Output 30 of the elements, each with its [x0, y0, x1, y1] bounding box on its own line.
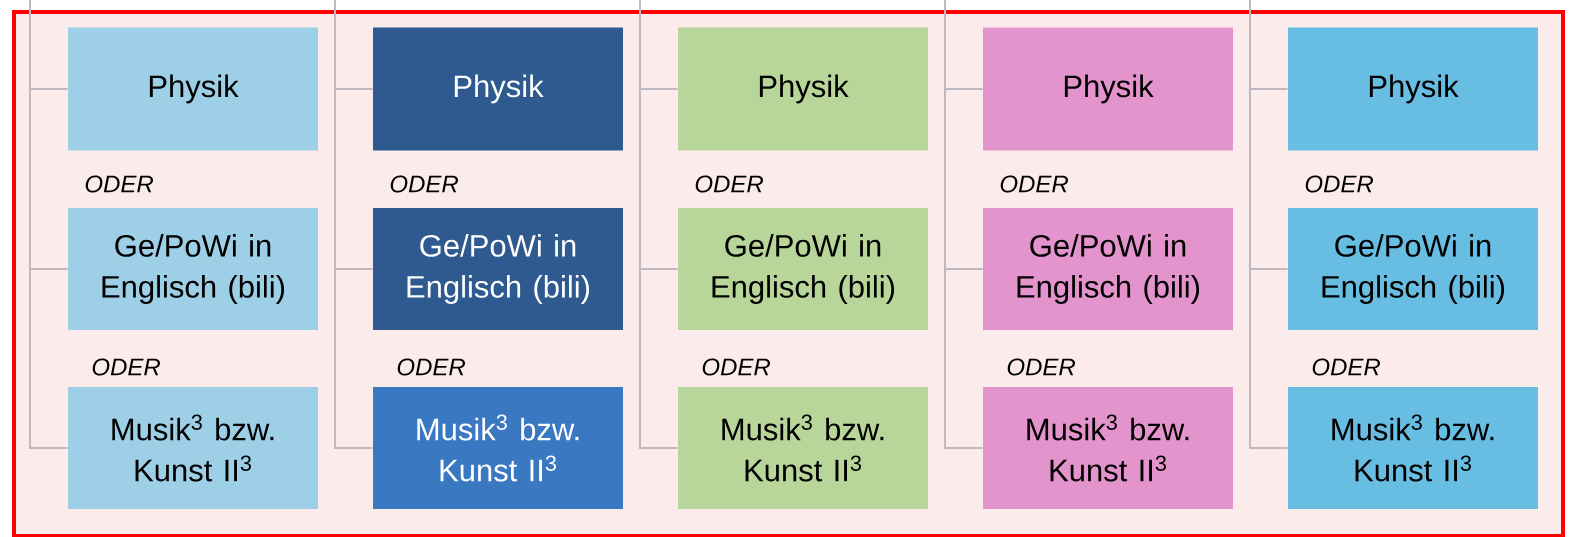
subject-box: Ge/PoWi in Englisch (bili)	[68, 208, 318, 330]
oder-label: ODER	[1007, 358, 1075, 376]
oder-label: ODER	[397, 358, 465, 376]
subject-box: Musik$^{3}$ bzw. Kunst II$^{3}$	[373, 387, 623, 509]
subject-box: Ge/PoWi in Englisch (bili)	[983, 208, 1233, 330]
subject-box: Ge/PoWi in Englisch (bili)	[1288, 208, 1538, 330]
subject-box: Ge/PoWi in Englisch (bili)	[373, 208, 623, 330]
connector-line	[334, 0, 374, 449]
subject-box: Physik	[68, 27, 318, 151]
subject-box: Physik	[1288, 27, 1538, 151]
connector-line	[944, 0, 984, 449]
connector-line	[1249, 0, 1289, 449]
oder-label: ODER	[1305, 175, 1373, 193]
subject-box: Physik	[373, 27, 623, 151]
subject-box: Ge/PoWi in Englisch (bili)	[678, 208, 928, 330]
oder-label: ODER	[1312, 358, 1380, 376]
subject-box: Musik$^{3}$ bzw. Kunst II$^{3}$	[983, 387, 1233, 509]
oder-label: ODER	[85, 175, 153, 193]
oder-label: ODER	[1000, 175, 1068, 193]
oder-label: ODER	[702, 358, 770, 376]
oder-label: ODER	[390, 175, 458, 193]
subject-box: Physik	[983, 27, 1233, 151]
connector-line	[29, 0, 69, 449]
subject-box: Musik$^{3}$ bzw. Kunst II$^{3}$	[68, 387, 318, 509]
connector-line	[639, 0, 679, 449]
subject-box: Musik$^{3}$ bzw. Kunst II$^{3}$	[1288, 387, 1538, 509]
subject-box: Musik$^{3}$ bzw. Kunst II$^{3}$	[678, 387, 928, 509]
oder-label: ODER	[695, 175, 763, 193]
oder-label: ODER	[92, 358, 160, 376]
subject-box: Physik	[678, 27, 928, 151]
